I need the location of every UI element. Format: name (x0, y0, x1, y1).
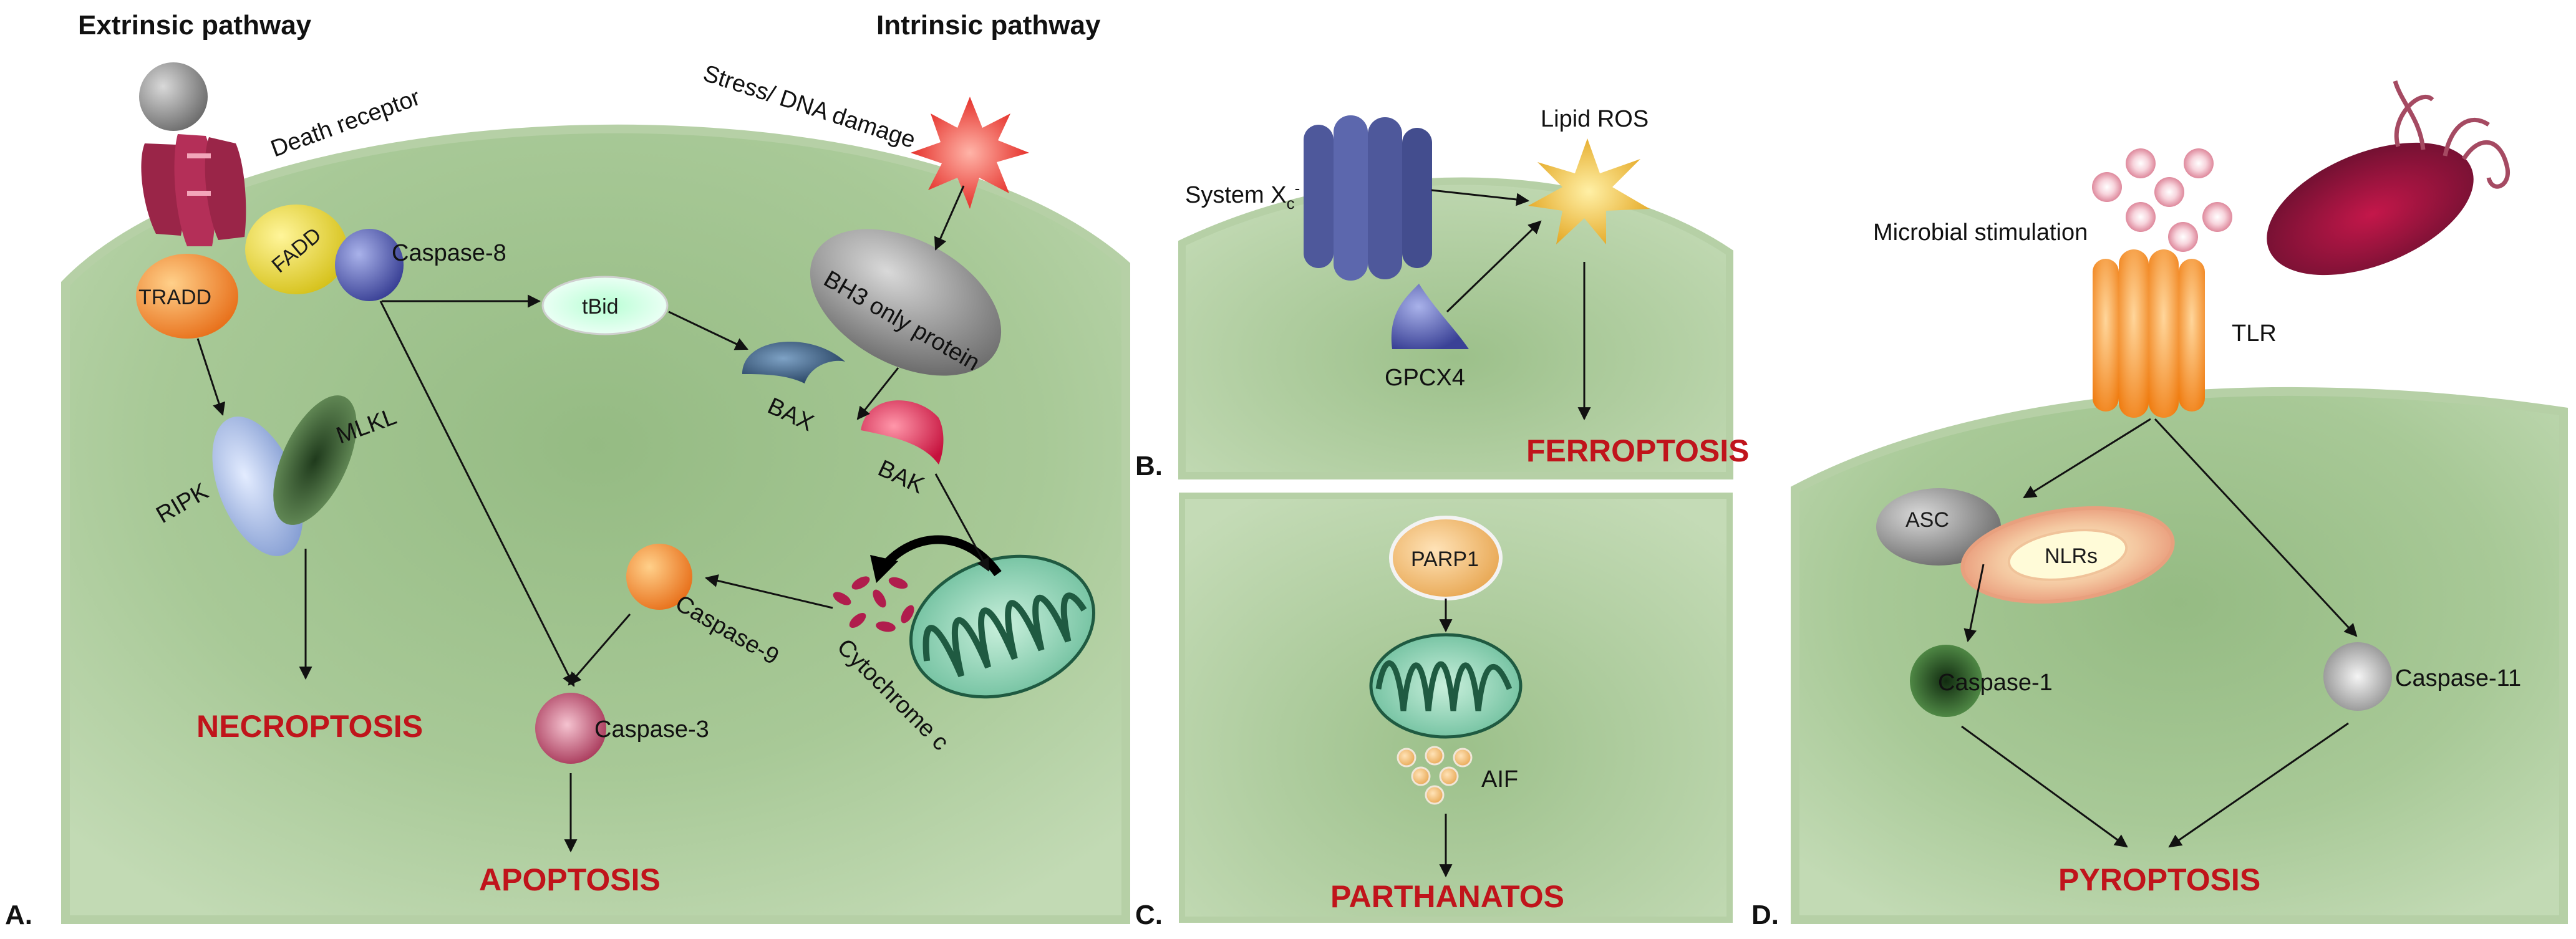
mitochondrion-icon (909, 554, 1096, 699)
arrow-casp9-casp3 (568, 614, 631, 686)
panel-b: B. System Xc- Lipid ROS GPCX4 FERROPTOSI… (1135, 106, 1749, 481)
asc-label: ASC (1905, 508, 1949, 532)
panel-a: Extrinsic pathway Intrinsic pathway A. D… (5, 10, 1130, 930)
cytochrome-c-icon (833, 576, 914, 632)
caspase9-icon (626, 544, 692, 610)
gpcx4-label: GPCX4 (1385, 365, 1465, 391)
arrow-bh3-bak (856, 367, 899, 420)
caspase11-icon (2323, 642, 2392, 711)
bacterium-icon (2267, 80, 2511, 276)
ligand-icon (139, 62, 208, 131)
system-xc-label: System Xc- (1185, 179, 1300, 213)
intrinsic-heading: Intrinsic pathway (876, 10, 1101, 41)
nlrs-label: NLRs (2045, 544, 2098, 568)
aif-label: AIF (1481, 766, 1518, 792)
arrow-casp11-pyroptosis (2168, 722, 2349, 848)
arrow-asc-casp1 (1963, 564, 1985, 643)
panel-c-letter: C. (1135, 900, 1163, 930)
aif-dots-icon (1397, 746, 1473, 805)
arrow-casp1-pyroptosis (1961, 725, 2128, 848)
release-arrowhead (870, 555, 898, 583)
cell-a-membrane (61, 124, 1130, 924)
tlr-label: TLR (2232, 320, 2277, 347)
system-xc-transporter-icon (1304, 115, 1432, 281)
tradd-label: TRADD (138, 286, 211, 309)
parp1-label: PARP1 (1411, 547, 1479, 571)
necroptosis-label: NECROPTOSIS (196, 709, 423, 744)
tlr-receptor-icon (2093, 249, 2205, 418)
arrow-tbid-bax (668, 311, 748, 350)
death-receptor-icon (141, 134, 246, 246)
arrow-xc-ros (1431, 189, 1530, 206)
arrow-tlr-casp11 (2154, 418, 2358, 637)
caspase8-icon (335, 229, 404, 301)
extrinsic-heading: Extrinsic pathway (78, 10, 312, 41)
mlkl-icon (273, 395, 357, 525)
lipid-ros-star-icon (1528, 138, 1650, 244)
caspase1-label: Caspase-1 (1938, 670, 2053, 696)
bak-icon (861, 400, 944, 465)
tbid-label: tBid (582, 295, 619, 319)
apoptosis-label: APOPTOSIS (479, 862, 661, 897)
arrow-tlr-asc (2023, 418, 2151, 499)
tradd-icon (136, 254, 238, 339)
bh3-protein-icon (810, 229, 1002, 376)
arrow-stress-bh3 (934, 185, 965, 251)
tbid-icon (541, 276, 669, 335)
panel-c: C. PARP1 AIF PARTHANATOS (1135, 493, 1733, 930)
bax-icon (742, 341, 845, 383)
caspase8-label: Caspase-8 (392, 240, 506, 266)
caspase3-label: Caspase-3 (594, 716, 709, 743)
microbe-beads-icon (2092, 148, 2232, 252)
stress-burst-icon (911, 97, 1029, 209)
panel-d-letter: D. (1751, 900, 1779, 930)
caspase3-icon (535, 693, 606, 764)
panel-d: D. Microbial stimulation TLR ASC NLRs (1751, 80, 2568, 930)
ferroptosis-label: FERROPTOSIS (1526, 433, 1749, 468)
microbial-stimulation-label: Microbial stimulation (1873, 219, 2088, 246)
fadd-icon (245, 205, 347, 294)
caspase1-icon (1910, 645, 1982, 717)
gpcx4-icon (1391, 284, 1469, 349)
arrow-tradd-ripk (196, 338, 226, 416)
mitochondrion-c-icon (1369, 633, 1523, 739)
panel-b-letter: B. (1135, 451, 1163, 481)
arrow-casp8-casp3 (379, 301, 575, 687)
parthanatos-label: PARTHANATOS (1330, 879, 1564, 914)
panel-a-letter: A. (5, 900, 32, 930)
arrow-cyto-casp9 (704, 574, 833, 609)
nlrs-core (2007, 529, 2128, 581)
arrow-gpcx4-ros (1446, 220, 1542, 313)
lipid-ros-label: Lipid ROS (1541, 106, 1649, 132)
pyroptosis-label: PYROPTOSIS (2058, 862, 2260, 897)
cell-b-membrane (1178, 177, 1733, 479)
caspase11-label: Caspase-11 (2395, 665, 2521, 691)
arrow-bak-mito (934, 473, 990, 572)
ripk-icon (212, 417, 303, 556)
asc-icon (1876, 488, 2001, 566)
